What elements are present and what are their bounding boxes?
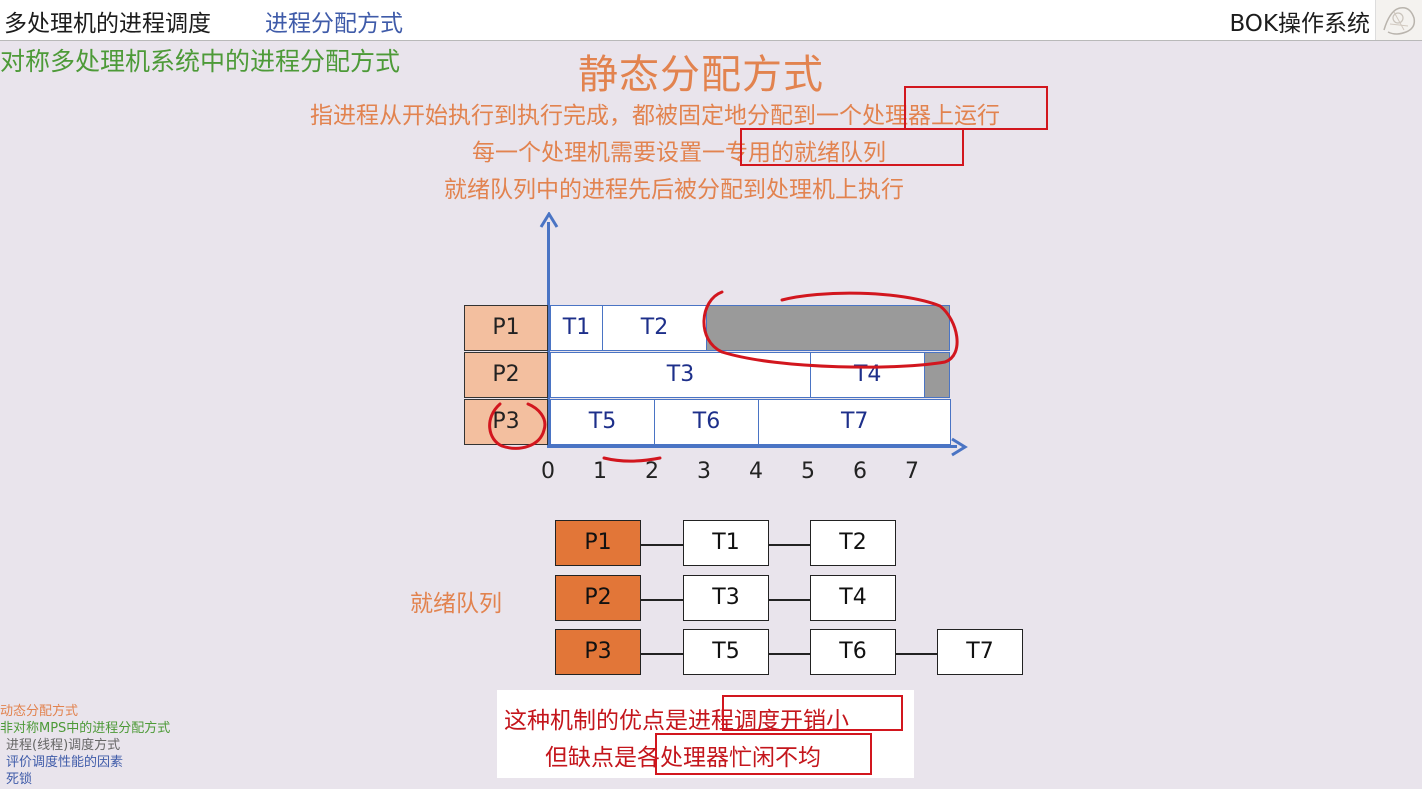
- highlight-box-uneven-load: [655, 733, 872, 775]
- gantt-task-t4: T4: [810, 352, 926, 398]
- y-axis: [547, 222, 550, 446]
- highlight-box-single-processor: [904, 86, 1048, 130]
- queue-task-t2: T2: [810, 520, 896, 566]
- section-title: 进程分配方式: [265, 11, 403, 37]
- slide-subtitle: 对称多处理机系统中的进程分配方式: [0, 47, 401, 76]
- x-tick-4: 4: [749, 459, 763, 484]
- header-bar: [0, 0, 1422, 41]
- x-tick-2: 2: [645, 459, 659, 484]
- chapter-title: 多处理机的进程调度: [4, 11, 211, 37]
- outline-item-dynamic[interactable]: 动态分配方式: [0, 704, 79, 719]
- slide-title: 静态分配方式: [578, 52, 824, 98]
- description-line-2: 每一个处理机需要设置一专用的就绪队列: [472, 140, 886, 166]
- outline-item-performance-factors[interactable]: 评价调度性能的因素: [6, 755, 124, 770]
- queue-task-t6: T6: [810, 629, 896, 675]
- ready-queue-label: 就绪队列: [410, 591, 502, 617]
- outline-item-deadlock[interactable]: 死锁: [6, 772, 33, 787]
- x-tick-0: 0: [541, 459, 555, 484]
- x-tick-1: 1: [593, 459, 607, 484]
- x-tick-3: 3: [697, 459, 711, 484]
- y-axis-arrow: [539, 212, 559, 228]
- logo-image: [1375, 0, 1422, 40]
- gantt-idle-p1: [706, 305, 951, 351]
- queue-link: [640, 653, 938, 655]
- gantt-task-t6: T6: [654, 399, 759, 445]
- gantt-task-t5: T5: [550, 399, 655, 445]
- outline-item-asymmetric[interactable]: 非对称MPS中的进程分配方式: [0, 721, 171, 736]
- highlight-box-low-overhead: [722, 695, 903, 731]
- queue-processor-p1: P1: [555, 520, 641, 566]
- gantt-processor-p3: P3: [464, 399, 548, 445]
- queue-processor-p2: P2: [555, 575, 641, 621]
- x-tick-5: 5: [801, 459, 815, 484]
- gantt-task-t3: T3: [550, 352, 811, 398]
- queue-task-t1: T1: [683, 520, 769, 566]
- queue-task-t7: T7: [937, 629, 1023, 675]
- queue-task-t3: T3: [683, 575, 769, 621]
- gantt-processor-p1: P1: [464, 305, 548, 351]
- outline-item-scheduling-mode[interactable]: 进程(线程)调度方式: [6, 738, 121, 753]
- note-disadvantage: 但缺点是各处理器忙闲不均: [545, 745, 821, 771]
- highlight-box-dedicated-queue: [740, 128, 964, 166]
- x-tick-6: 6: [853, 459, 867, 484]
- queue-processor-p3: P3: [555, 629, 641, 675]
- description-line-1: 指进程从开始执行到执行完成，都被固定地分配到一个处理器上运行: [310, 103, 1000, 129]
- gantt-task-t7: T7: [758, 399, 952, 445]
- queue-task-t5: T5: [683, 629, 769, 675]
- description-line-3: 就绪队列中的进程先后被分配到处理机上执行: [444, 177, 904, 203]
- x-tick-7: 7: [905, 459, 919, 484]
- queue-task-t4: T4: [810, 575, 896, 621]
- gantt-idle-p2: [924, 352, 951, 398]
- course-name: BOK操作系统: [1229, 11, 1370, 37]
- gantt-processor-p2: P2: [464, 352, 548, 398]
- gantt-task-t1: T1: [550, 305, 603, 351]
- x-axis: [547, 445, 957, 448]
- x-axis-arrow: [951, 437, 968, 457]
- gantt-task-t2: T2: [602, 305, 707, 351]
